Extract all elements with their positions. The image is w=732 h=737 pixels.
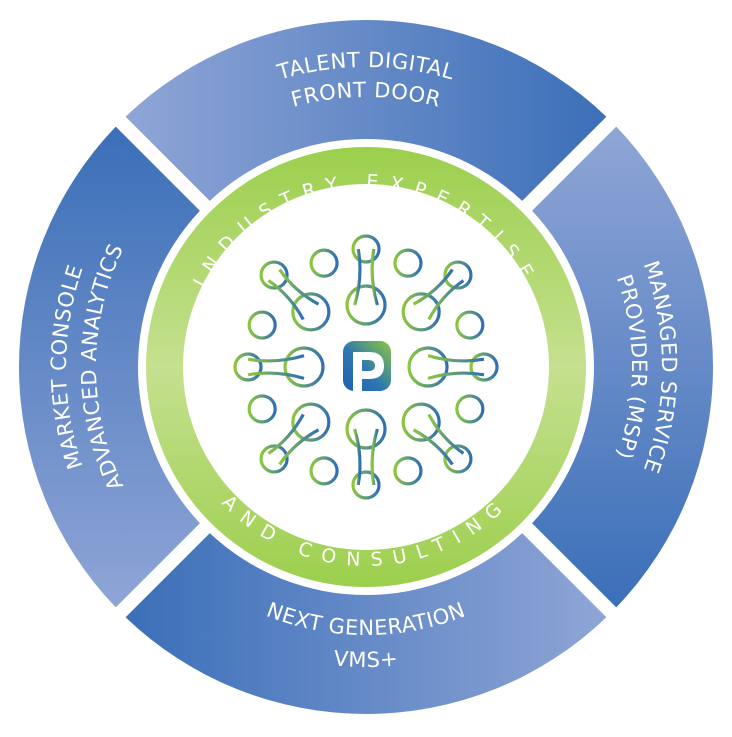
molecule-dumbbell [345,234,387,326]
molecule-node [455,394,485,424]
molecule-node [309,456,339,486]
molecule-node [309,248,339,278]
outer-segments [19,20,713,714]
molecule-dumbbell [259,402,331,474]
segment-bottom [125,533,607,714]
molecule-node [247,394,277,424]
p-logo-icon [343,341,391,391]
molecule-dumbbell [401,402,473,474]
molecule-dumbbell [401,260,473,332]
molecule-node [455,310,485,340]
molecule-dumbbell [259,260,331,332]
molecule-node [393,248,423,278]
molecule-network-icon [233,234,499,500]
molecule-dumbbell [233,346,325,388]
segment-right [532,126,713,608]
segment-label-bottom-line-2: VMS+ [333,646,399,672]
segment-left [19,126,200,608]
molecule-node [247,310,277,340]
molecule-dumbbell [407,346,499,388]
segment-top [125,20,607,201]
molecule-dumbbell [345,408,387,500]
molecule-node [393,456,423,486]
